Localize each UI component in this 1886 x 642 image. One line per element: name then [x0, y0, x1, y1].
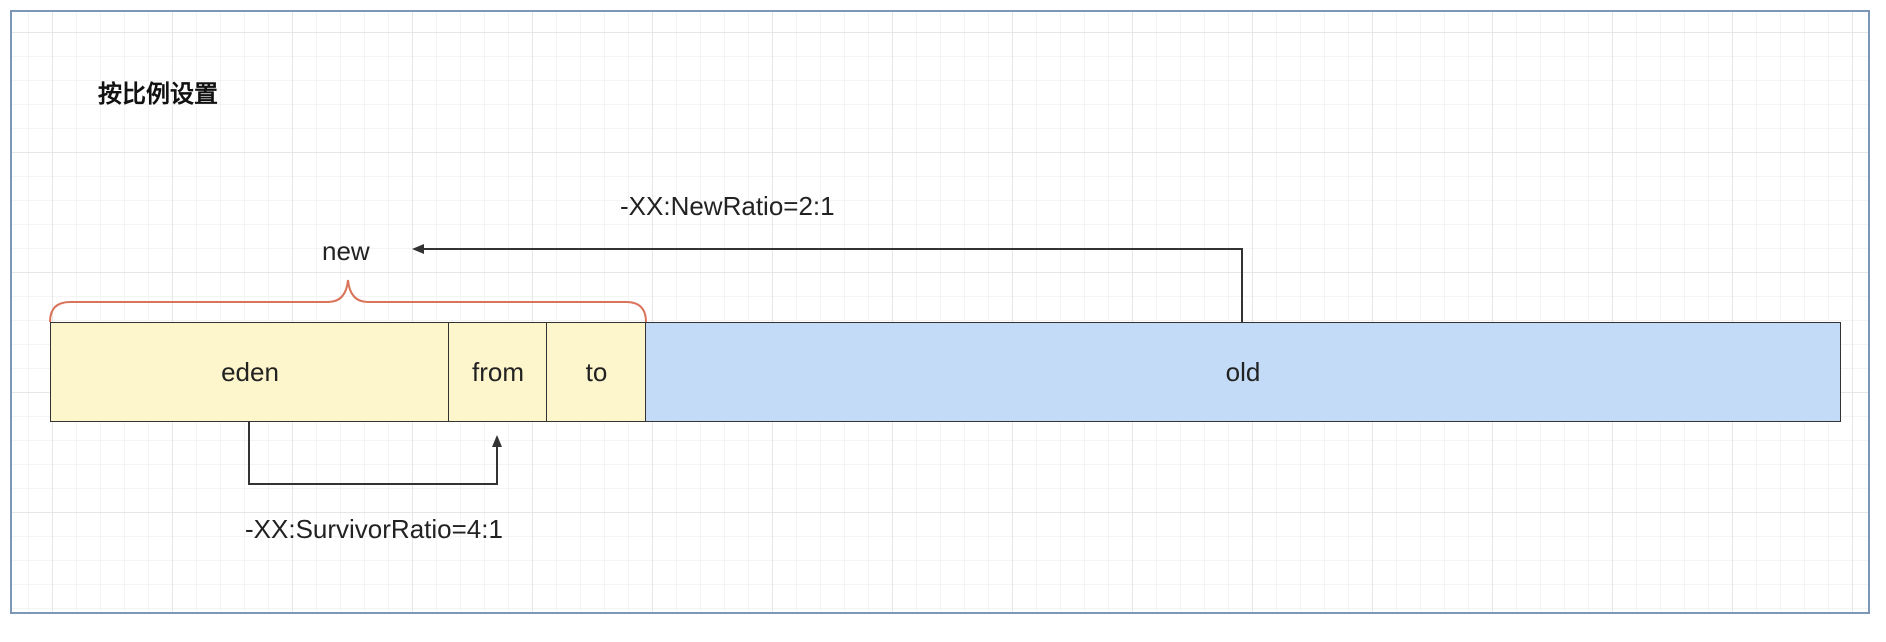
- new-label: new: [322, 236, 370, 266]
- to-block: to: [546, 322, 647, 422]
- new-brace: [49, 279, 647, 323]
- survivor-ratio-arrow: [248, 422, 502, 485]
- new-ratio-label: -XX:NewRatio=2:1: [620, 191, 835, 221]
- from-block: from: [448, 322, 548, 422]
- from-label: from: [472, 356, 524, 387]
- survivor-ratio-label: -XX:SurvivorRatio=4:1: [245, 514, 503, 544]
- diagram-canvas: [10, 10, 1870, 614]
- old-block: old: [645, 322, 1841, 422]
- old-label: old: [1225, 356, 1261, 387]
- eden-label: eden: [221, 356, 279, 387]
- new-ratio-arrow: [412, 244, 1243, 322]
- diagram-title: 按比例设置: [98, 80, 218, 108]
- eden-block: eden: [50, 322, 450, 422]
- to-label: to: [585, 356, 608, 387]
